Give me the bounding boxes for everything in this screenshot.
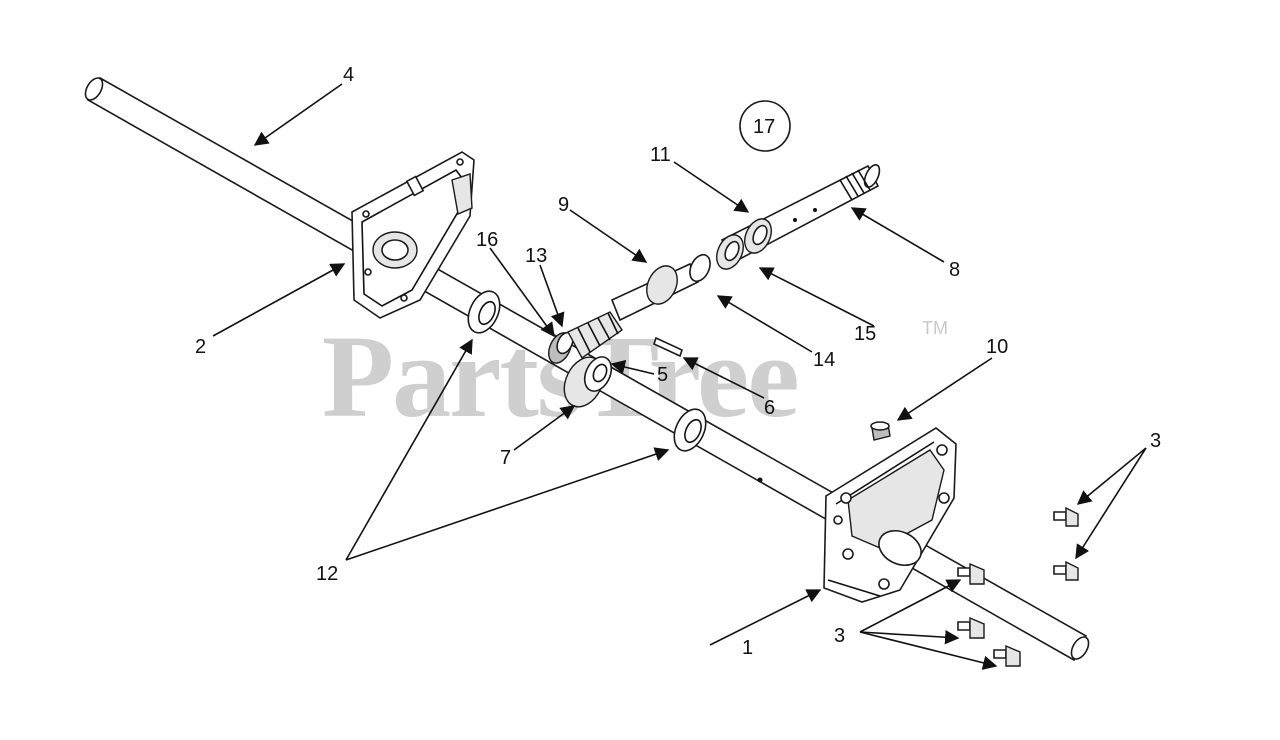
callout-16: 16	[476, 229, 498, 251]
callout-4: 4	[343, 64, 354, 86]
callout-8: 8	[949, 259, 960, 281]
watermark-trademark: TM	[922, 318, 948, 338]
right-gear-housing	[823, 427, 957, 603]
callout-17-circle	[739, 100, 791, 152]
callout-12: 12	[316, 563, 338, 585]
callout-10: 10	[986, 336, 1008, 358]
bearing-lower	[716, 234, 744, 270]
callout-13: 13	[525, 245, 547, 267]
callout-3-upper: 3	[1150, 430, 1161, 452]
watermark-brand: PartsTree	[322, 311, 798, 442]
callout-2: 2	[195, 336, 206, 358]
thrust-washer-right	[673, 408, 707, 452]
wheel-gear	[563, 356, 613, 408]
bolt-2	[1053, 560, 1079, 581]
vent-plug	[870, 421, 891, 441]
callout-3-lower: 3	[834, 625, 845, 647]
bolt-4	[957, 616, 985, 639]
callout-6: 6	[764, 397, 775, 419]
callout-5: 5	[657, 364, 668, 386]
worm-gear-assembly	[547, 311, 623, 364]
callout-11: 11	[650, 144, 671, 166]
roll-pin	[653, 336, 683, 358]
callout-1: 1	[742, 637, 753, 659]
thrust-washer-left	[467, 290, 501, 334]
bolt-5	[993, 644, 1021, 667]
callout-9: 9	[558, 194, 569, 216]
bolt-3	[957, 562, 985, 585]
leader-lines	[212, 83, 1147, 670]
left-housing-plate	[351, 151, 475, 319]
callout-17: 17	[753, 116, 775, 138]
callout-7: 7	[500, 447, 511, 469]
worm-shaft	[610, 253, 711, 322]
callout-15: 15	[854, 323, 876, 345]
callout-14: 14	[813, 349, 835, 371]
bolt-1	[1053, 506, 1079, 527]
bearing-upper	[744, 218, 772, 254]
